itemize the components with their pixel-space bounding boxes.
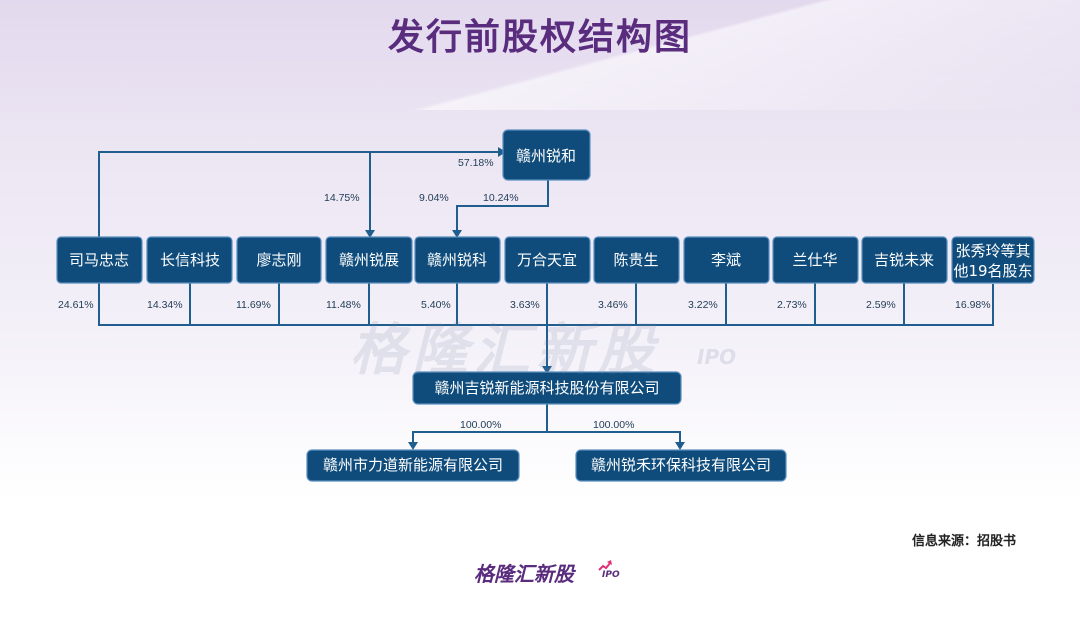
page-title: 发行前股权结构图 [387,16,692,58]
shareholder-label: 万合天宜 [517,251,577,269]
pct-shareholder: 11.69% [236,299,271,311]
shareholder-jiruiweilai: 吉锐未来 [861,236,948,284]
shareholder-percentages: 24.61% 14.34% 11.69% 11.48% 5.40% 3.63% … [58,299,991,311]
shareholder-box [772,236,859,284]
connectors [98,147,994,450]
pct-shareholder: 2.73% [777,299,807,311]
line-to-lidao [412,404,548,442]
shareholder-liaozhigang: 廖志刚 [236,236,322,284]
arrowhead-ruizhan [365,230,375,238]
shareholder-box [593,236,680,284]
pct-lidao: 100.00% [460,419,501,431]
node-lidao: 赣州市力道新能源有限公司 [306,449,520,482]
pct-shareholder: 3.22% [688,299,718,311]
node-ruihe-env-box [575,449,787,482]
pct-shareholder: 11.48% [326,299,361,311]
node-ruihe-label: 赣州锐和 [516,147,576,165]
arrowhead-ruike [452,230,462,238]
shareholder-label-line2: 他19名股东 [953,262,1032,280]
arrowhead-company [542,366,552,374]
node-company-box [412,371,682,405]
brand-logo-ipo: IPO [602,570,620,580]
line-to-ruihe-env [547,431,681,442]
shareholder-ruizhan: 赣州锐展 [325,236,413,284]
pct-ruihe-from-simazhongzhi: 57.18% [458,157,494,169]
arrowhead-lidao [408,442,418,450]
shareholder-label: 赣州锐展 [339,251,399,269]
shareholder-lanshihua: 兰仕华 [772,236,859,284]
shareholder-box [504,236,591,284]
node-ruihe-env-label: 赣州锐禾环保科技有限公司 [591,456,771,474]
pct-shareholder: 24.61% [58,299,94,311]
node-lidao-label: 赣州市力道新能源有限公司 [323,456,503,474]
shareholder-label: 吉锐未来 [874,251,934,269]
shareholder-changxin: 长信科技 [146,236,233,284]
brand-logo: 格隆汇新股 [474,562,574,586]
pct-shareholder: 2.59% [866,299,896,311]
shareholder-label: 李斌 [711,251,741,269]
shareholder-zhangxiuling-others: 张秀玲等其 他19名股东 [951,236,1035,284]
arrowhead-ruihe-env [675,442,685,450]
watermark: 格隆汇新股 [350,318,660,383]
shareholder-box [56,236,143,284]
source-note: 信息来源：招股书 [911,534,1016,549]
shareholder-simazhongzhi: 司马忠志 [56,236,143,284]
shareholder-ruike: 赣州锐科 [414,236,501,284]
shareholder-label: 廖志刚 [256,251,301,269]
shareholder-row: 司马忠志 长信科技 廖志刚 赣州锐展 赣州锐科 万合天宜 陈贵生 李斌 [56,236,1035,284]
background-sweep [0,0,1080,110]
shareholder-label-line1: 张秀玲等其 [955,242,1030,260]
line-simazhongzhi-to-ruihe [98,151,498,238]
pct-ruihe-to-ruike-a: 9.04% [419,192,449,204]
node-company: 赣州吉锐新能源科技股份有限公司 [412,371,682,405]
watermark-ipo: IPO [697,345,737,369]
node-ruihe: 赣州锐和 [502,129,591,181]
shareholder-label: 司马忠志 [69,251,129,269]
pct-shareholder: 14.34% [147,299,183,311]
shareholder-label: 长信科技 [160,251,220,269]
pct-shareholder: 5.40% [421,299,451,311]
line-ruihe-to-ruike [456,180,549,230]
shareholder-libin: 李斌 [683,236,770,284]
shareholder-box [325,236,413,284]
equity-structure-diagram: 赣州锐和 57.18% 14.75% 9.04% 10.24% 司马忠志 长信科… [56,129,1035,482]
shareholder-box [861,236,948,284]
pct-shareholder: 3.46% [598,299,628,311]
shareholder-box [951,236,1035,284]
pct-shareholder: 3.63% [510,299,540,311]
pct-shareholder: 16.98% [955,299,991,311]
shareholder-box [146,236,233,284]
shareholder-box [414,236,501,284]
shareholder-label: 兰仕华 [792,251,837,269]
shareholder-wanhetianyi: 万合天宜 [504,236,591,284]
shareholder-chenguisheng: 陈贵生 [593,236,680,284]
shareholder-label: 赣州锐科 [427,251,487,269]
trend-arrow-icon [598,560,612,571]
pct-ruihe-env: 100.00% [593,419,634,431]
node-company-label: 赣州吉锐新能源科技股份有限公司 [434,379,659,397]
arrowhead-ruihe [498,147,506,157]
node-ruihe-box [502,129,591,181]
shareholder-box [236,236,322,284]
pct-ruihe-to-ruizhan: 14.75% [324,192,360,204]
pct-ruihe-to-ruike-b: 10.24% [483,192,519,204]
shareholder-label: 陈贵生 [613,251,658,269]
shareholder-box [683,236,770,284]
node-lidao-box [306,449,520,482]
node-ruihe-env: 赣州锐禾环保科技有限公司 [575,449,787,482]
